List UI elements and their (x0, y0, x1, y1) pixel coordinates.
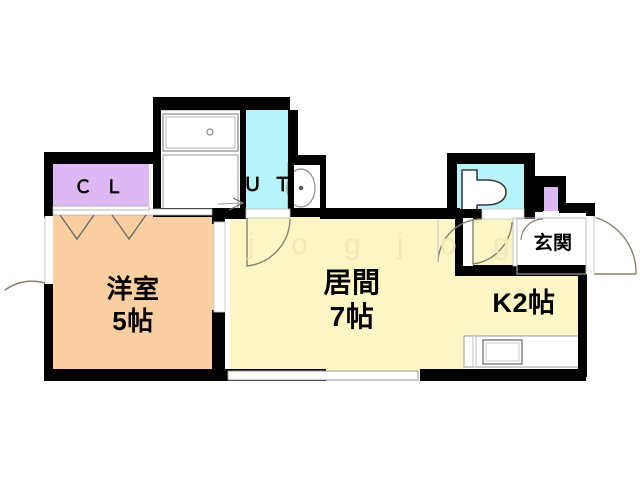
bedroom-floor (50, 214, 216, 374)
wall-living-bottom-right (420, 369, 586, 381)
wall-washer-right (320, 155, 326, 214)
wall-shoe-closet-right (558, 176, 566, 212)
wall-closet-left (44, 152, 53, 213)
living-floor (230, 214, 466, 374)
toilet-fixture (461, 169, 507, 215)
wall-shoe-closet-top (535, 176, 562, 187)
kitchen-floor (462, 274, 586, 336)
wall-bedroom-bottom (44, 369, 220, 381)
entrance-door-swing (593, 216, 637, 275)
closet-folding-door-right (111, 214, 147, 241)
utility-fill (245, 108, 288, 216)
wall-kitchen-left-upper (455, 214, 463, 222)
bathtub-drain-icon (206, 128, 214, 136)
utility-door-opening[interactable] (245, 208, 291, 219)
wall-toilet-left (447, 153, 457, 219)
utility-door-swing (246, 218, 291, 267)
kitchen-door-swing (472, 219, 513, 265)
wall-entrance-right (586, 203, 595, 217)
wall-living-top-mid (320, 208, 460, 219)
wall-divider-upper (212, 210, 225, 224)
living-room-window (227, 370, 419, 381)
toilet-door-swing (437, 218, 483, 263)
entrance-step-edge (516, 217, 587, 275)
closet-folding-door-left (59, 214, 95, 241)
floor-fills (50, 214, 591, 374)
wall-toilet-right (524, 162, 535, 219)
wall-bath-ut-divider (240, 110, 246, 214)
closet-fill (52, 163, 149, 209)
kitchen-counter (463, 335, 587, 368)
wall-kitchen-top (455, 265, 586, 276)
wall-washer-top (288, 155, 326, 165)
shoe-closet-door-swing (520, 218, 544, 241)
door-swings (4, 197, 637, 291)
wall-living-top-left (222, 208, 246, 219)
washing-machine-fixture (286, 168, 316, 208)
toilet-door-opening[interactable] (481, 208, 525, 220)
wall-living-right (455, 219, 463, 266)
wall-shoe-closet-left (535, 176, 544, 212)
wall-kitchen-right (578, 265, 587, 377)
closet-back-line (52, 205, 150, 211)
bath-unit (158, 109, 243, 215)
kitchen-entrance-divider (512, 217, 518, 267)
wall-divider-lower (212, 310, 225, 376)
wall-bedroom-left-upper (44, 205, 53, 218)
bedroom-exterior-door-opening[interactable] (45, 216, 53, 284)
wall-entrance-top-right (558, 203, 594, 213)
entrance-door-opening[interactable] (586, 216, 594, 274)
wall-toilet-top (447, 153, 535, 164)
shoe-closet-fill (543, 186, 560, 211)
openings (45, 208, 594, 381)
wall-closet-top (44, 152, 156, 164)
wall-bedroom-left-lower (44, 283, 53, 376)
wall-bath-left (153, 97, 161, 214)
kitchen-door-opening[interactable] (463, 218, 473, 266)
wall-washer-bottom (288, 208, 326, 217)
bedroom-sliding-door[interactable] (213, 221, 226, 313)
entrance-floor (515, 218, 591, 274)
wall-bath-top (153, 97, 290, 110)
shoe-closet-opening[interactable] (543, 211, 559, 219)
